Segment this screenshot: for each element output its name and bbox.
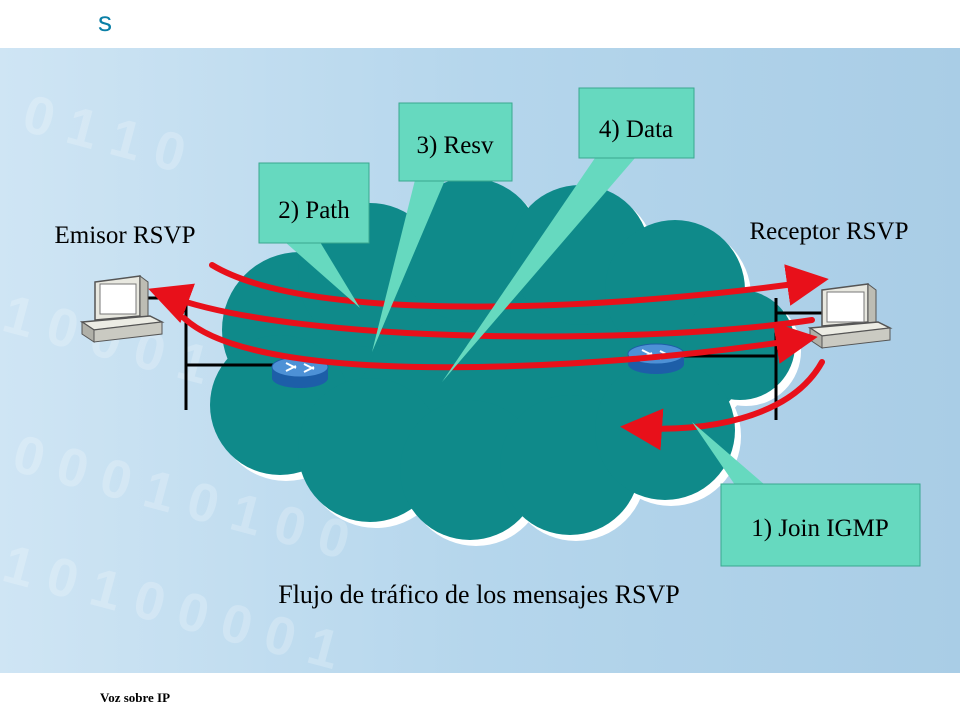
path-callout <box>258 162 370 244</box>
data-callout-label: 4) Data <box>599 116 673 143</box>
join-callout-tail <box>692 422 765 485</box>
footer-text: Voz sobre IP <box>100 690 171 705</box>
path-callout-label: 2) Path <box>278 197 350 224</box>
flow-join-arrow <box>620 359 825 451</box>
join-callout-label: 1) Join IGMP <box>751 515 889 542</box>
data-callout <box>578 87 695 159</box>
resv-callout-tail <box>372 180 445 352</box>
data-callout-tail <box>442 158 635 382</box>
join-callout <box>720 483 921 567</box>
header-corner-letter: s <box>98 6 112 37</box>
sender-computer-icon <box>79 275 165 343</box>
resv-callout <box>398 102 513 182</box>
receiver-label: Receptor RSVP <box>749 218 908 245</box>
path-callout-tail <box>285 242 360 308</box>
diagram-title: Flujo de tráfico de los mensajes RSVP <box>278 580 680 609</box>
flow-data-arrow <box>181 315 818 371</box>
resv-callout-label: 3) Resv <box>416 132 494 159</box>
receiver-computer-icon <box>807 283 893 349</box>
flow-path-arrow <box>209 262 829 310</box>
sender-label: Emisor RSVP <box>54 222 195 249</box>
